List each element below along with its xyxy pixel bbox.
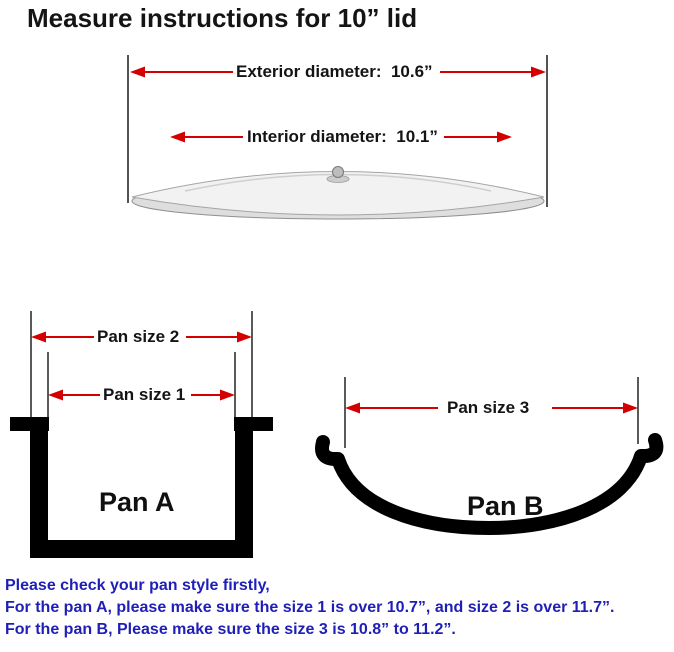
- pan-b-name: Pan B: [467, 491, 544, 521]
- arrow-left-icon: [170, 131, 185, 143]
- lid-knob: [332, 166, 344, 178]
- pan-size3-label: Pan size 3: [447, 398, 530, 417]
- pan-size1-arrows: [48, 389, 235, 401]
- pan-size3-arrows: [345, 402, 638, 414]
- arrow-left-icon: [48, 389, 63, 401]
- arrow-right-icon: [531, 66, 546, 78]
- arrow-right-icon: [237, 331, 252, 343]
- page-title: Measure instructions for 10” lid: [27, 3, 418, 33]
- pan-a-wall-right: [235, 417, 253, 558]
- arrow-right-icon: [623, 402, 638, 414]
- lid-extent-lines: [127, 55, 548, 207]
- interior-diameter-label: Interior diameter: 10.1”: [247, 127, 438, 146]
- lid-illustration: [131, 166, 545, 220]
- arrow-left-icon: [31, 331, 46, 343]
- pan-a-name: Pan A: [99, 487, 175, 517]
- arrow-right-icon: [220, 389, 235, 401]
- arrow-left-icon: [130, 66, 145, 78]
- arrow-right-icon: [497, 131, 512, 143]
- note-line-1: Please check your pan style firstly,: [5, 577, 270, 594]
- note-line-3: For the pan B, Please make sure the size…: [5, 621, 456, 638]
- pan-b-shape: [315, 433, 664, 535]
- pan-a-wall-left: [30, 417, 48, 558]
- pan-b-profile: [315, 433, 664, 535]
- note-line-2: For the pan A, please make sure the size…: [5, 599, 615, 616]
- pan-b-extension-lines: [344, 377, 639, 448]
- pan-size1-label: Pan size 1: [103, 385, 186, 404]
- pan-a-shape: [10, 417, 273, 558]
- interior-diameter-arrows: [170, 131, 512, 143]
- exterior-diameter-label: Exterior diameter: 10.6”: [236, 62, 433, 81]
- arrow-left-icon: [345, 402, 360, 414]
- pan-size2-label: Pan size 2: [97, 327, 180, 346]
- exterior-diameter-arrows: [130, 66, 546, 78]
- pan-size2-arrows: [31, 331, 252, 343]
- pan-a-extension-lines: [30, 311, 253, 417]
- pan-a-bottom: [30, 540, 253, 558]
- notes-block: Please check your pan style firstly, For…: [5, 575, 673, 641]
